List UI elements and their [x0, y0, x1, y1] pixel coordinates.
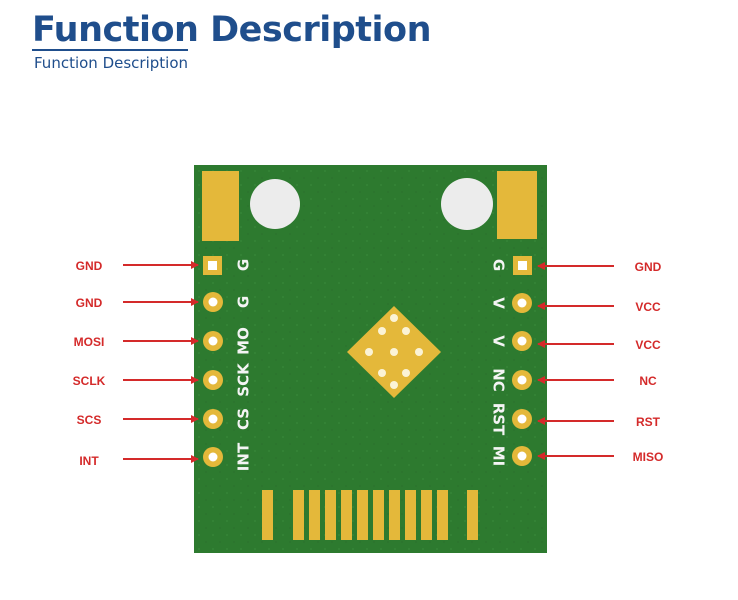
right-pin-4: NC NC: [490, 368, 657, 392]
corner-pad-left: [202, 171, 239, 241]
pin-label: SCS: [77, 413, 102, 427]
right-pin-5: RST RST: [490, 403, 661, 436]
pin-label: GND: [76, 259, 103, 273]
silkscreen-label: INT: [235, 442, 253, 471]
pin-label: RST: [636, 415, 661, 429]
pin-label: MISO: [633, 450, 664, 464]
left-pin-4: SCLK SCK: [73, 362, 253, 397]
silkscreen-label: MI: [490, 446, 508, 467]
edge-connector: [262, 490, 478, 540]
pin-label: SCLK: [73, 374, 106, 388]
title-underline: [32, 49, 188, 51]
silkscreen-label: G: [235, 259, 253, 271]
pin-label: NC: [639, 374, 657, 388]
silkscreen-label: SCK: [235, 362, 253, 397]
pin-label: VCC: [635, 338, 661, 352]
left-pin-3: MOSI MO: [74, 327, 253, 355]
right-pin-2: VCC V: [490, 293, 661, 314]
page-title: Function Description: [32, 10, 432, 50]
mounting-hole-right: [441, 178, 493, 230]
left-pin-6: INT INT: [79, 442, 252, 471]
silkscreen-label: RST: [490, 403, 508, 436]
pin-label: INT: [79, 454, 99, 468]
silkscreen-label: V: [490, 297, 508, 309]
right-pin-6: MISO MI: [490, 446, 664, 467]
silkscreen-label: CS: [235, 408, 253, 430]
silkscreen-label: V: [490, 335, 508, 347]
pin-label: VCC: [635, 300, 661, 314]
right-pin-1: GND G: [490, 256, 662, 275]
left-pin-1: GND G: [76, 256, 253, 275]
center-pad: [347, 306, 441, 398]
page-subtitle: Function Description: [34, 54, 188, 72]
pin-label: GND: [635, 260, 662, 274]
silkscreen-label: NC: [490, 368, 508, 392]
corner-pad-right: [497, 171, 537, 239]
mounting-hole-left: [250, 179, 300, 229]
right-pin-3: VCC V: [490, 331, 661, 352]
silkscreen-label: G: [235, 296, 253, 308]
silkscreen-label: MO: [235, 327, 253, 355]
silkscreen-label: G: [490, 259, 508, 271]
left-pin-5: SCS CS: [77, 408, 253, 430]
left-pin-2: GND G: [76, 292, 253, 312]
pin-label: MOSI: [74, 335, 105, 349]
pin-label: GND: [76, 296, 103, 310]
